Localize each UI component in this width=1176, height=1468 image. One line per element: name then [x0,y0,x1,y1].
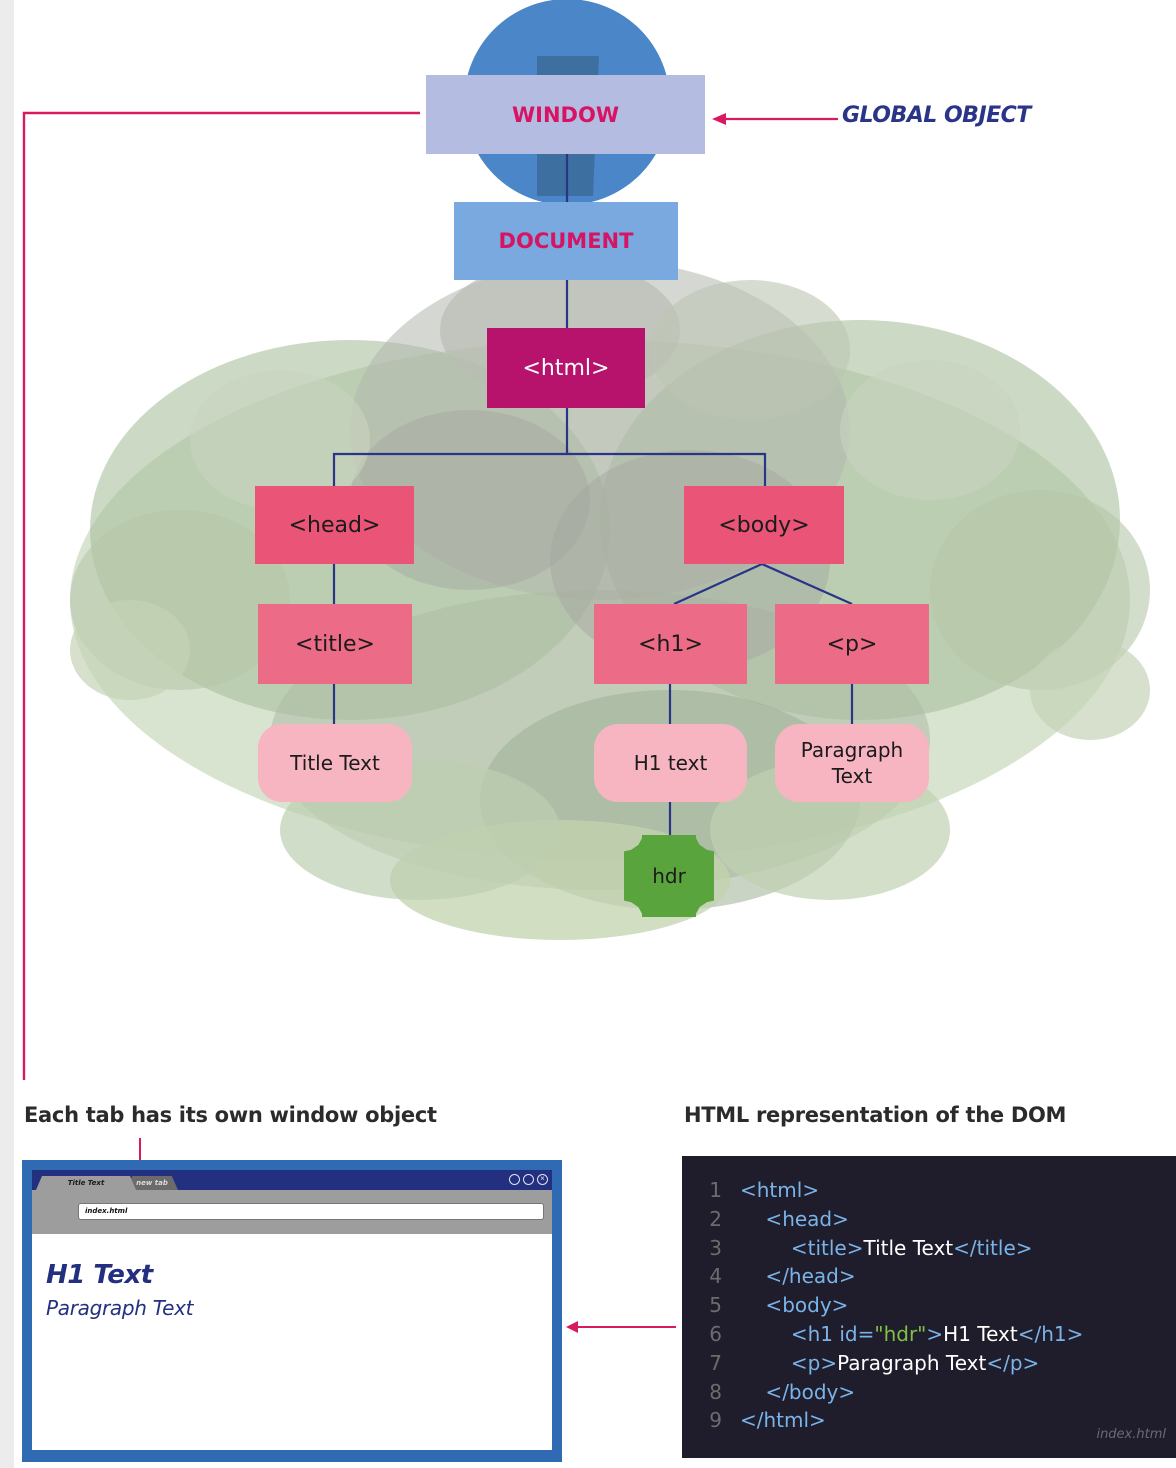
browser-tab-new[interactable]: new tab [126,1176,178,1190]
tabs-caption: Each tab has its own window object [24,1103,437,1127]
document-node: DOCUMENT [454,202,678,280]
code-panel: 1 <html> 2 <head> 3 <title>Title Text</titl… [682,1156,1176,1458]
h1-text-node: H1 text [594,724,747,802]
code-filename: index.html [1096,1427,1166,1442]
window-bracket-line [22,111,420,1080]
line-number: 3 [709,1235,722,1260]
page-heading: H1 Text [46,1260,153,1290]
head-node: <head> [255,486,414,564]
code-token-tag: </title> [953,1235,1033,1260]
code-token-tag: </head> [740,1264,856,1289]
code-token-tag: <html> [740,1178,820,1202]
code-token-text: Title Text [863,1235,954,1260]
code-token-tag: <p> [740,1350,838,1375]
browser-viewport: new tab Title Text × index.html H1 Text … [32,1170,552,1450]
code-token-string: "hdr" [874,1322,927,1346]
code-token-tag: <body> [740,1293,849,1318]
line-number: 1 [709,1178,722,1202]
line-number: 2 [709,1206,722,1231]
code-token-tag: </html> [740,1408,826,1433]
title-node: <title> [258,604,412,684]
line-number: 9 [709,1408,722,1433]
code-content: <h1 id="hdr">H1 Text</h1> [740,1322,1084,1346]
line-number: 7 [709,1350,722,1375]
browser-address-area: index.html [32,1190,552,1234]
code-content: <html> [740,1178,819,1202]
h1-node: <h1> [594,604,747,684]
maximize-icon[interactable] [523,1174,534,1185]
browser-tab-active[interactable]: Title Text [36,1176,136,1190]
code-content: </body> [740,1380,855,1404]
code-token-text: H1 Text [943,1322,1018,1346]
code-token-tag: <h1 id= [740,1322,875,1346]
line-number: 4 [709,1264,722,1289]
minimize-icon[interactable] [509,1174,520,1185]
code-content: </head> [740,1264,856,1289]
address-bar[interactable]: index.html [78,1203,544,1220]
line-number: 8 [709,1379,722,1404]
line-number: 5 [709,1293,722,1318]
html-node: <html> [487,328,645,408]
browser-tab-bar: new tab Title Text × [32,1170,552,1190]
hdr-id-node: hdr [624,835,714,917]
code-token-tag: </body> [740,1379,856,1404]
left-edge-strip [0,0,14,1468]
browser-window: new tab Title Text × index.html H1 Text … [22,1160,562,1462]
code-token-tag: > [926,1322,944,1346]
title-text-node: Title Text [258,724,412,802]
global-object-label: GLOBAL OBJECT [842,103,1031,128]
code-content: </html> [740,1408,826,1432]
code-content: <head> [740,1206,849,1231]
code-token-tag: </p> [986,1350,1040,1375]
close-icon[interactable]: × [537,1174,548,1185]
body-node: <body> [684,486,844,564]
code-content: <p>Paragraph Text</p> [740,1351,1039,1375]
code-token-tag: <head> [740,1206,849,1231]
paragraph-text-node: Paragraph Text [775,724,929,802]
page-paragraph: Paragraph Text [46,1296,194,1320]
code-to-browser-arrow [566,1321,676,1333]
code-content: <title>Title Text</title> [740,1236,1033,1260]
representation-caption: HTML representation of the DOM [684,1103,1067,1127]
global-object-arrow [712,113,838,125]
code-token-tag: <title> [740,1235,864,1260]
window-node: WINDOW [426,75,705,154]
p-node: <p> [775,604,929,684]
line-number: 6 [709,1322,722,1346]
tree-connectors [332,154,854,838]
code-token-text: Paragraph Text [837,1350,987,1375]
code-content: <body> [740,1293,848,1317]
code-token-tag: </h1> [1017,1322,1084,1346]
